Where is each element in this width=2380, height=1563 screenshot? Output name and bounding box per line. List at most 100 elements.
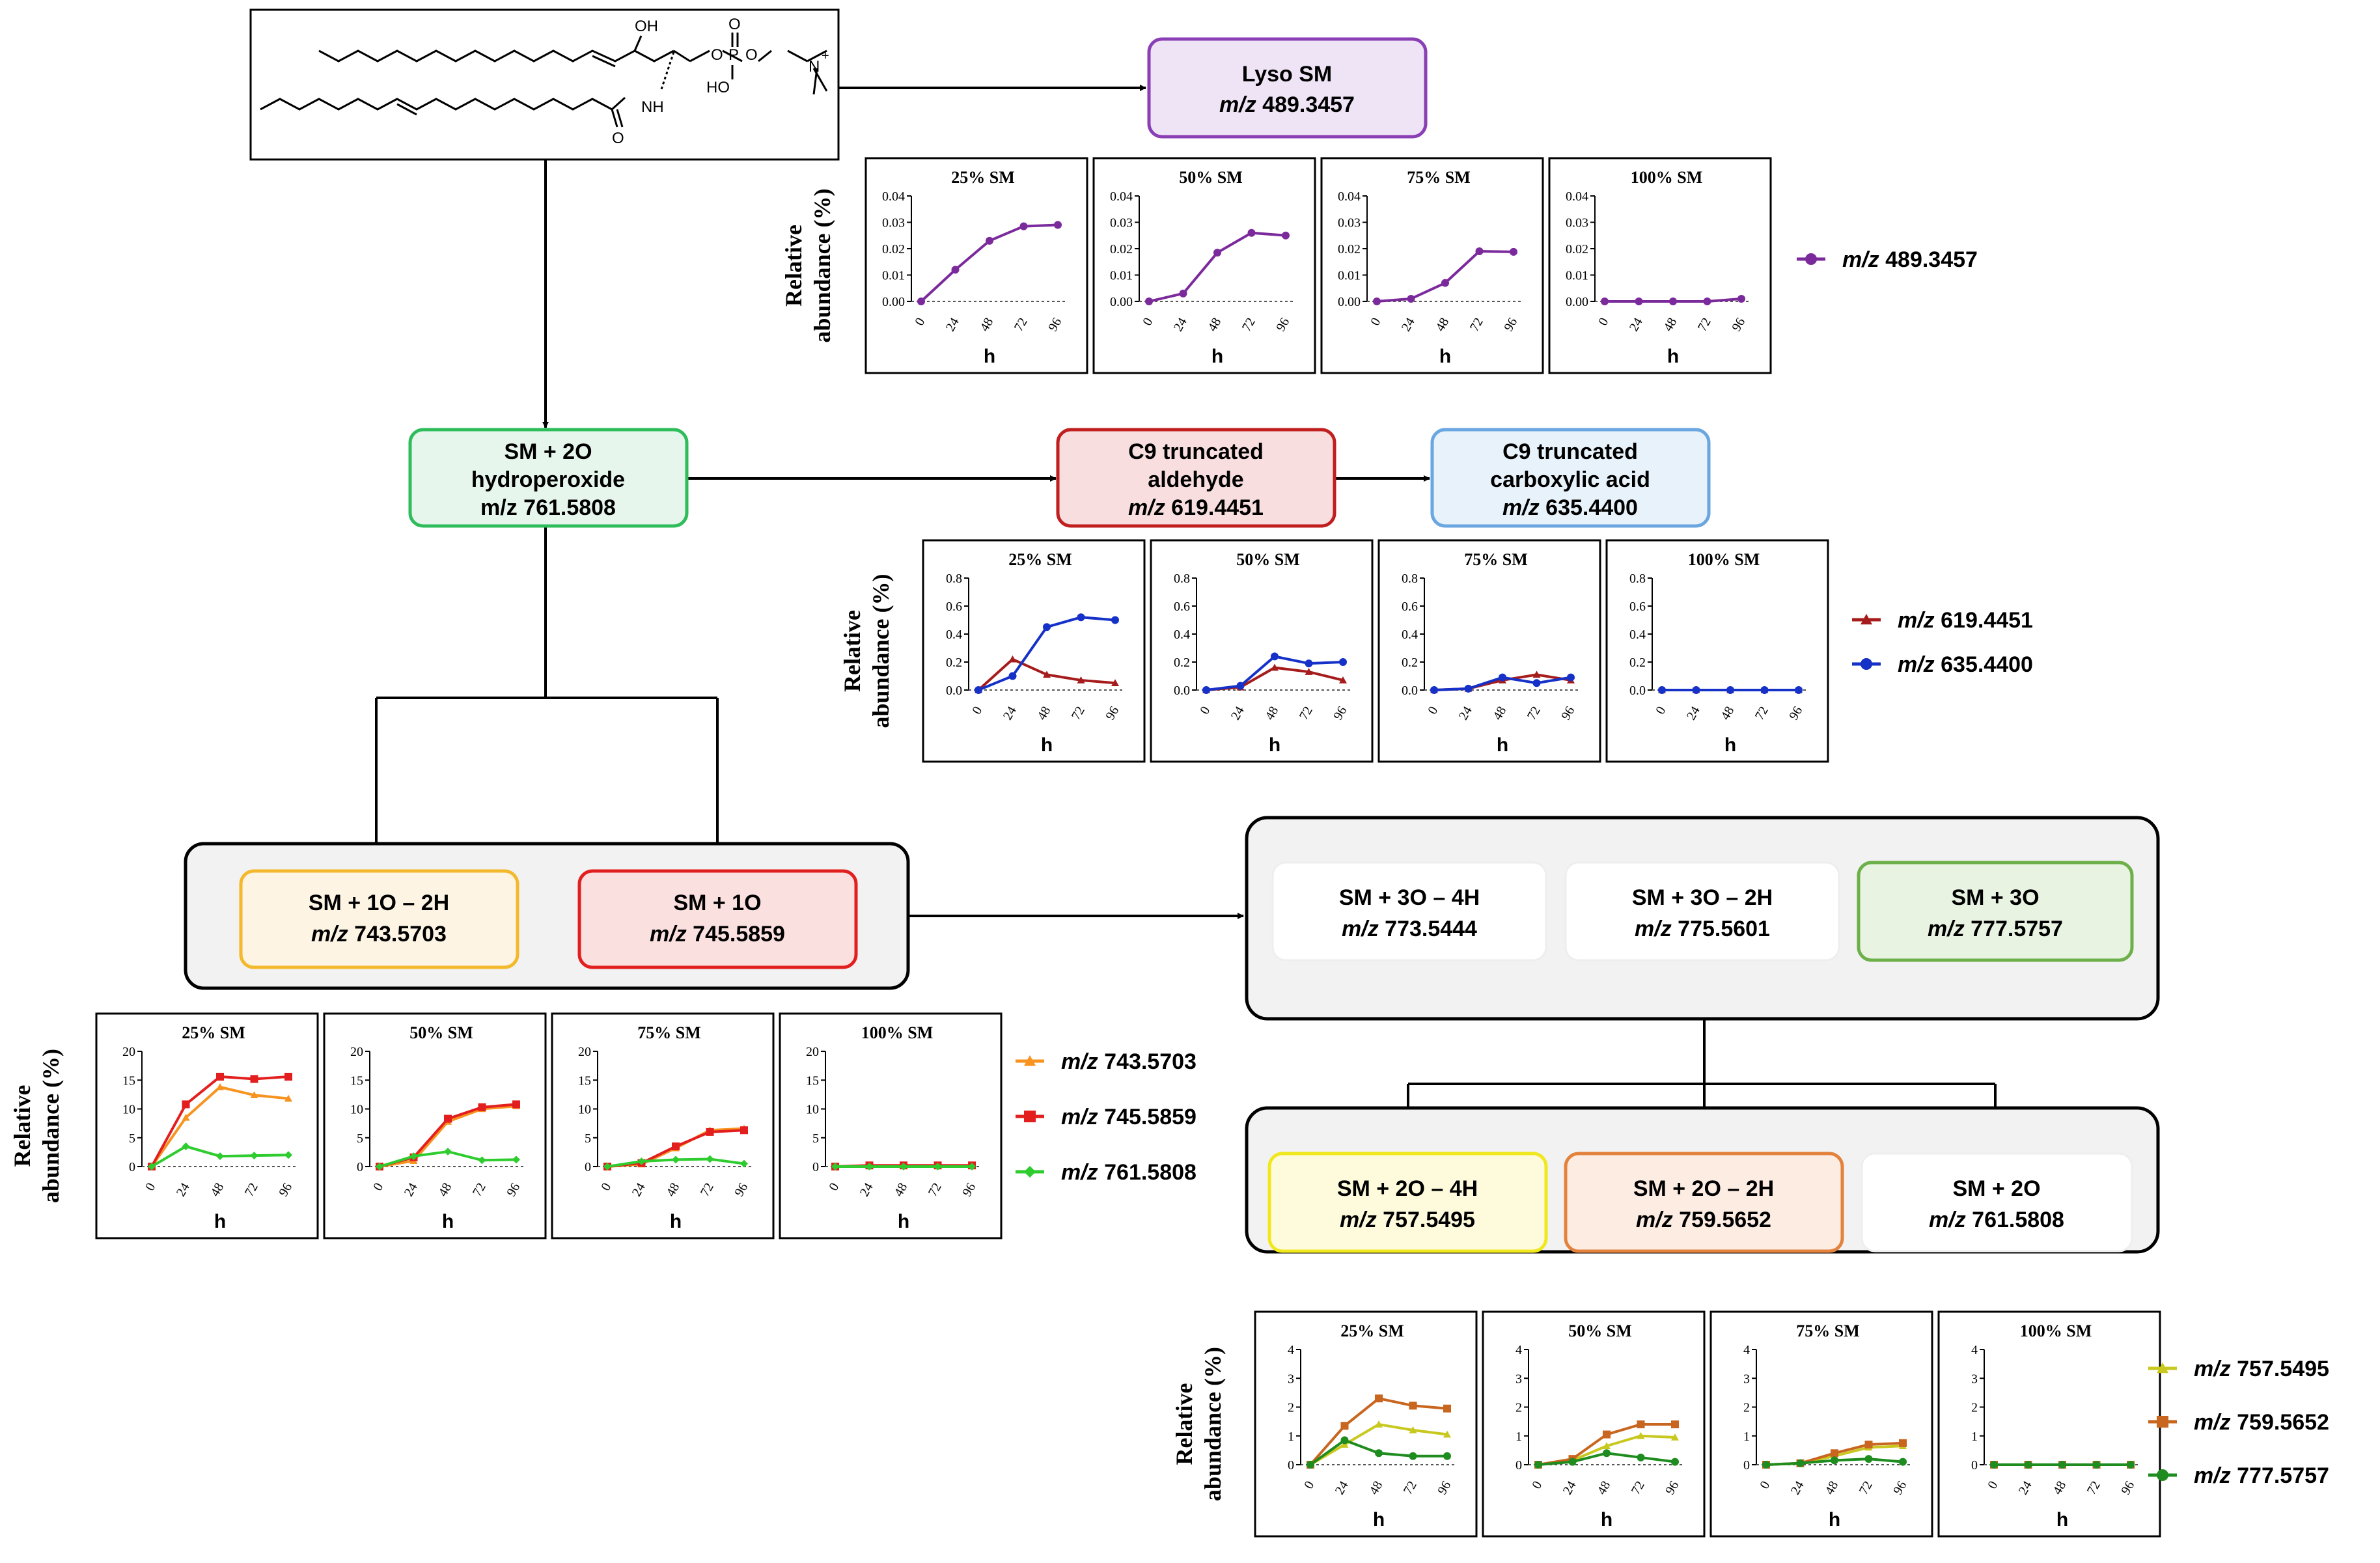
- y-tick-label: 15: [350, 1073, 363, 1088]
- panel-title: 25% SM: [182, 1023, 245, 1042]
- data-point: [1271, 663, 1279, 671]
- data-point: [865, 1163, 874, 1170]
- y-tick-label: 20: [122, 1045, 135, 1059]
- y-tick-label: 0.00: [1110, 295, 1133, 309]
- data-point: [1111, 616, 1119, 624]
- panel-frame: [1320, 157, 1544, 374]
- data-point: [1726, 686, 1734, 694]
- data-point: [672, 1142, 680, 1151]
- y-tick-label: 5: [357, 1131, 363, 1146]
- data-point: [1441, 279, 1449, 287]
- legend-label: m/z 619.4451: [1898, 608, 2033, 633]
- legend-marker: [1805, 253, 1817, 265]
- y-tick-label: 0.2: [946, 656, 962, 670]
- y-tick-label: 4: [1515, 1343, 1522, 1357]
- legend-label: m/z 777.5757: [2194, 1463, 2329, 1488]
- y-tick-label: 3: [1971, 1372, 1978, 1386]
- data-point: [1692, 686, 1700, 694]
- y-tick-label: 0.00: [1566, 295, 1588, 309]
- y-tick-label: 0.0: [1402, 684, 1418, 698]
- svg-text:m/z 761.5808: m/z 761.5808: [1929, 1208, 2064, 1232]
- data-point: [284, 1094, 292, 1102]
- y-tick-label: 0.6: [1402, 600, 1418, 614]
- legend-label: m/z 743.5703: [1061, 1049, 1197, 1074]
- x-axis-label: h: [1439, 346, 1451, 367]
- y-tick-label: 0.4: [946, 628, 962, 642]
- y-tick-label: 2: [1743, 1401, 1750, 1415]
- y-tick-label: 0.6: [1629, 600, 1646, 614]
- data-point: [1475, 247, 1484, 256]
- data-point: [1671, 1433, 1679, 1441]
- data-point: [182, 1113, 190, 1121]
- legend-marker: [2157, 1362, 2168, 1374]
- legend-item: m/z 757.5495: [2148, 1357, 2329, 1381]
- data-point: [1464, 684, 1473, 693]
- y-tick-label: 0.04: [1110, 189, 1133, 204]
- data-point: [478, 1156, 486, 1165]
- x-axis-label: h: [442, 1211, 454, 1232]
- data-point: [2092, 1461, 2101, 1469]
- legend-marker: [1024, 1166, 1036, 1178]
- data-point: [2058, 1461, 2066, 1469]
- y-tick-label: 5: [129, 1131, 135, 1146]
- y-tick-label: 15: [806, 1073, 819, 1088]
- panel-title: 100% SM: [2020, 1321, 2092, 1340]
- y-tick-label: 0.2: [1629, 656, 1646, 670]
- svg-text:m/z 759.5652: m/z 759.5652: [1636, 1208, 1771, 1232]
- data-point: [1671, 1420, 1679, 1429]
- atom-p: P: [728, 46, 739, 64]
- x-axis-label: h: [1829, 1509, 1840, 1530]
- y-tick-label: 0.01: [1338, 269, 1361, 283]
- data-point: [182, 1100, 190, 1109]
- svg-text:SM + 2O – 2H: SM + 2O – 2H: [1633, 1176, 1774, 1201]
- data-point: [409, 1152, 418, 1161]
- data-point: [1567, 673, 1575, 682]
- atom-n: N: [809, 58, 820, 76]
- y-tick-label: 0.0: [1629, 684, 1646, 698]
- node-sm-3o: SM + 3O m/z 777.5757: [1857, 861, 2134, 962]
- y-tick-label: 3: [1288, 1372, 1294, 1386]
- svg-text:m/z 757.5495: m/z 757.5495: [1340, 1208, 1475, 1232]
- y-tick-label: 20: [578, 1045, 591, 1059]
- data-point: [1443, 1430, 1451, 1438]
- panel-title: 25% SM: [951, 168, 1015, 187]
- data-point: [1568, 1458, 1577, 1466]
- data-point: [182, 1142, 190, 1151]
- panel-title: 50% SM: [1236, 550, 1300, 569]
- data-point: [672, 1155, 680, 1164]
- data-point: [1499, 673, 1506, 682]
- x-axis-label: h: [1724, 734, 1736, 756]
- svg-text:m/z 619.4451: m/z 619.4451: [1128, 495, 1264, 520]
- data-point: [284, 1072, 292, 1081]
- data-point: [1443, 1452, 1451, 1460]
- data-point: [1603, 1449, 1611, 1458]
- data-point: [1271, 652, 1279, 661]
- panel-title: 75% SM: [1407, 168, 1471, 187]
- y-tick-label: 10: [350, 1103, 363, 1117]
- data-point: [1008, 672, 1017, 680]
- data-point: [1990, 1461, 1998, 1469]
- panel-frame: [922, 539, 1146, 763]
- x-axis-label: h: [1041, 734, 1053, 756]
- data-point: [1603, 1430, 1611, 1439]
- svg-text:aldehyde: aldehyde: [1148, 467, 1243, 492]
- y-tick-label: 1: [1288, 1430, 1294, 1444]
- atom-ho: HO: [706, 79, 730, 96]
- y-tick-label: 0.04: [1338, 189, 1361, 204]
- y-tick-label: 0.02: [882, 242, 905, 256]
- data-point: [478, 1103, 486, 1111]
- data-point: [444, 1147, 452, 1155]
- x-axis-label: h: [984, 346, 995, 367]
- svg-text:SM + 3O – 2H: SM + 3O – 2H: [1632, 885, 1773, 910]
- y-tick-label: 10: [122, 1103, 135, 1117]
